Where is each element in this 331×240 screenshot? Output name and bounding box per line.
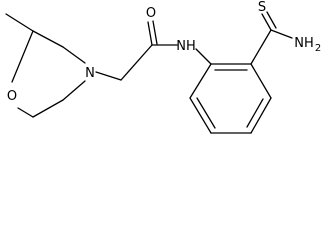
bond-carbonyl-double-2: [152, 20, 158, 45]
bond-benzene-2: [189, 97, 212, 134]
bond-thio-double-2: [266, 11, 277, 29]
bond-thioamide-nh2: [270, 29, 293, 39]
atom-label-nh-amide: NH: [176, 39, 196, 54]
atom-label-n-ring: N: [85, 66, 95, 81]
bond-ring-c2-c3: [32, 30, 64, 48]
atom-label-s-thio: S: [258, 0, 266, 15]
atom-labels: O NH S NH 2 O N: [7, 0, 321, 104]
bond-lines: [5, 11, 293, 134]
bond-aryl-thioamide: [250, 29, 272, 65]
bond-ring-c3-n4: [62, 46, 86, 64]
bond-n-ch2: [95, 71, 122, 81]
bond-methyl: [5, 13, 34, 32]
bond-benzene-4: [250, 97, 272, 134]
atom-label-o-ring: O: [7, 89, 17, 104]
bond-carbonyl-double-1: [147, 21, 153, 46]
bond-benzene-1: [189, 63, 212, 99]
atom-label-nh2-subscript: 2: [315, 43, 321, 54]
bond-ring-c5-c6: [32, 99, 64, 118]
bond-thio-double-1: [261, 13, 272, 31]
bond-benzene-inner-1: [196, 97, 216, 129]
atom-label-o-carbonyl: O: [146, 6, 156, 21]
bond-ring-n4-c5: [62, 80, 86, 101]
atom-label-nh2: NH: [294, 36, 314, 51]
bond-benzene-5: [250, 63, 272, 99]
bond-benzene-inner-2: [246, 98, 264, 128]
bond-ring-o1-c2: [11, 30, 34, 83]
bond-ch2-carbonyl: [120, 44, 153, 81]
bond-ring-c6-o1: [17, 107, 34, 118]
bond-nh-aryl: [195, 48, 212, 65]
chemical-structure-drawing: O NH S NH 2 O N: [5, 0, 321, 134]
structure-canvas: O NH S NH 2 O N: [5, 0, 321, 134]
